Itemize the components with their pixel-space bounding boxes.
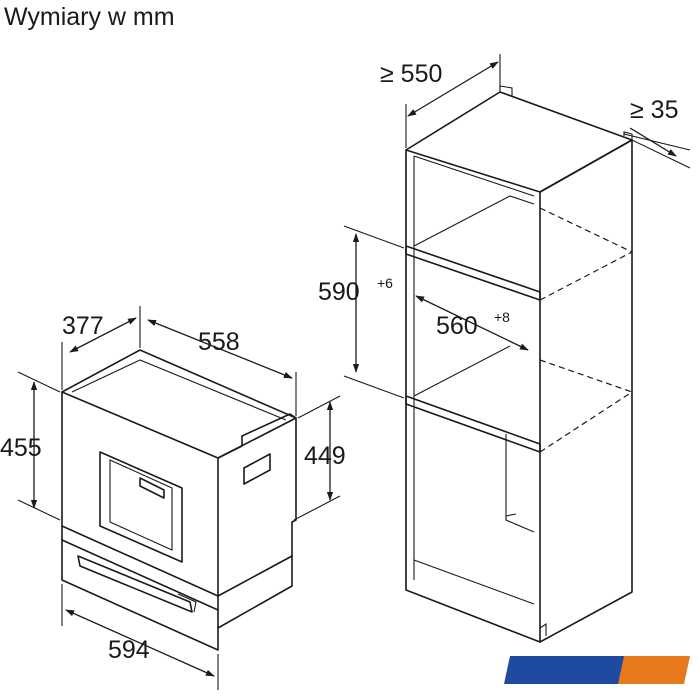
appliance-drawing: 377 558 455 449 594 bbox=[0, 306, 346, 690]
tehnomir-logo bbox=[504, 656, 690, 684]
dim-cabinet-depth: ≥ 550 bbox=[380, 60, 442, 88]
dim-niche-height-tolerance: +6 bbox=[377, 275, 393, 291]
drawer-handle bbox=[77, 555, 193, 613]
dim-appliance-depth: 377 bbox=[62, 312, 104, 340]
coffee-outlet-recess bbox=[99, 451, 183, 563]
cabinet-front-frame bbox=[405, 149, 541, 643]
appliance-front-face bbox=[61, 391, 219, 651]
dim-appliance-height-side: 449 bbox=[304, 442, 346, 470]
appliance-top-face bbox=[61, 349, 297, 459]
niche-bottom-shelf bbox=[405, 395, 541, 453]
dim-niche-width: 560 bbox=[436, 312, 478, 340]
dim-niche-width-tolerance: +8 bbox=[494, 309, 510, 325]
appliance-side-face bbox=[217, 413, 297, 629]
upper-shelf bbox=[405, 245, 541, 301]
dim-cabinet-rear-gap: ≥ 35 bbox=[630, 96, 678, 124]
cabinet-drawing: ≥ 550 ≥ 35 590 +6 560 +8 bbox=[318, 54, 691, 643]
dim-appliance-width-top: 558 bbox=[198, 328, 240, 356]
dim-niche-height: 590 bbox=[318, 278, 360, 306]
cabinet-side-panel bbox=[539, 139, 633, 643]
dim-appliance-height-front: 455 bbox=[0, 434, 42, 462]
dim-appliance-width-front: 594 bbox=[108, 636, 150, 664]
side-handle-slot bbox=[243, 453, 271, 485]
page-title: Wymiary w mm bbox=[4, 3, 175, 31]
